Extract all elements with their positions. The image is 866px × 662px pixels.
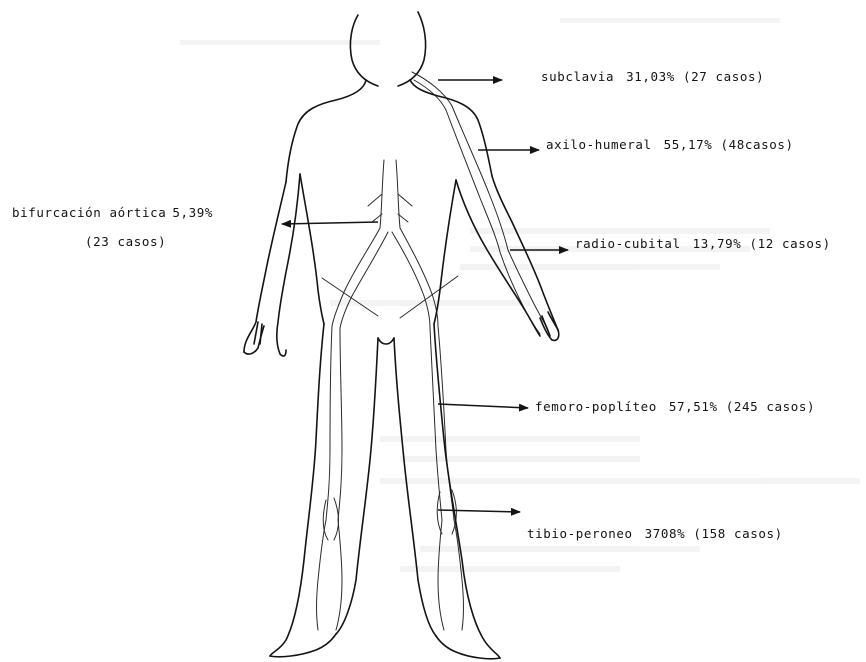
- right-leg-inner: [394, 338, 436, 636]
- torso-left-side: [300, 174, 324, 324]
- right-hand: [540, 318, 559, 340]
- left-femoral-artery: [326, 326, 332, 520]
- label-tibio-peroneo-name: tibio-peroneo: [527, 526, 633, 541]
- left-peroneal-artery: [336, 520, 342, 630]
- arrow-tibio-peroneo: [438, 510, 520, 512]
- subclavian-artery-inner: [414, 80, 446, 110]
- left-femoral-artery-inner: [338, 328, 342, 520]
- ulnar-artery: [500, 252, 540, 334]
- label-radio-cubital-percentage: 13,79% (12 casos): [693, 236, 831, 251]
- label-axilo-humeral-percentage: 55,17% (48casos): [664, 137, 794, 152]
- torso-right-side: [434, 180, 456, 324]
- label-bifurcacion-aortica: bifurcación aórtica 5,39%: [12, 205, 213, 221]
- label-femoro-popliteo-name: femoro-poplíteo: [535, 399, 657, 414]
- left-arm-inner: [277, 174, 300, 356]
- left-shoulder-outline: [286, 80, 366, 182]
- label-tibio-peroneo-percentage: 3708% (158 casos): [645, 526, 783, 541]
- left-calf-mark: [323, 498, 338, 540]
- left-arm-outer: [244, 182, 286, 352]
- label-bifurcacion-aortica-name: bifurcación aórtica: [12, 205, 166, 220]
- crotch: [378, 338, 394, 344]
- left-iliac-artery-inner: [340, 232, 388, 328]
- label-bifurcacion-aortica-cases: (23 casos): [85, 234, 166, 250]
- left-leg-outer: [270, 324, 324, 656]
- left-iliac-artery: [332, 228, 380, 326]
- right-iliac-artery: [400, 228, 438, 326]
- label-subclavia-percentage: 31,03% (27 casos): [626, 69, 764, 84]
- label-tibio-peroneo: tibio-peroneo 3708% (158 casos): [527, 526, 783, 542]
- arrow-femoro-popliteo: [438, 404, 528, 408]
- label-femoro-popliteo: femoro-poplíteo 57,51% (245 casos): [535, 399, 815, 415]
- aorta-branches: [368, 194, 412, 222]
- label-radio-cubital-name: radio-cubital: [575, 236, 681, 251]
- right-tibial-artery: [438, 520, 444, 630]
- right-arm-inner: [456, 180, 540, 336]
- label-axilo-humeral-name: axilo-humeral: [546, 137, 652, 152]
- head-outline-right: [398, 12, 426, 86]
- label-radio-cubital: radio-cubital 13,79% (12 casos): [575, 236, 831, 252]
- head-outline: [350, 15, 378, 86]
- label-subclavia: subclavia 31,03% (27 casos): [541, 69, 764, 85]
- label-axilo-humeral: axilo-humeral 55,17% (48casos): [546, 137, 794, 153]
- label-femoro-popliteo-percentage: 57,51% (245 casos): [669, 399, 815, 414]
- axillary-humeral-artery-inner: [446, 110, 500, 252]
- left-tibial-artery: [317, 520, 327, 630]
- arrow-bifurcacion: [282, 222, 378, 224]
- right-iliac-artery-inner: [392, 232, 430, 328]
- right-shoulder-outline: [410, 80, 492, 176]
- label-subclavia-name: subclavia: [541, 69, 614, 84]
- right-leg-outer: [434, 324, 500, 658]
- left-foot: [270, 634, 336, 657]
- label-bifurcacion-aortica-percentage: 5,39%: [172, 205, 213, 220]
- right-arm-outer: [492, 176, 558, 330]
